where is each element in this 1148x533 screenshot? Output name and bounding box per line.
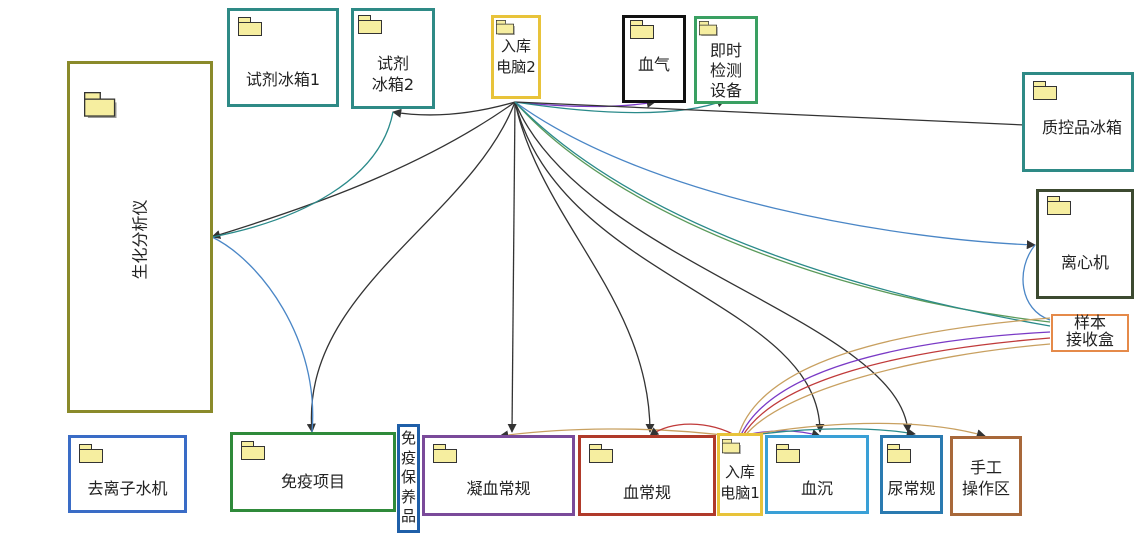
link-pc2-immunology xyxy=(306,101,516,433)
folder-icon xyxy=(1033,81,1058,101)
link-pc2-reagent2 xyxy=(392,101,516,118)
blood-gas-box: 血气 xyxy=(622,15,686,103)
qc-fridge-label: 质控品冰箱 xyxy=(1041,118,1122,137)
poct-label: 即时 检测 设备 xyxy=(709,41,742,100)
esr-label: 血沉 xyxy=(800,479,833,498)
folder-icon xyxy=(358,15,383,35)
link-pc1-manual xyxy=(737,422,986,439)
link-pc2-esr xyxy=(514,101,825,433)
link-pc2-urine xyxy=(514,101,912,433)
blood-gas-label: 血气 xyxy=(637,55,670,74)
cbc-box: 血常规 xyxy=(578,435,716,516)
folder-icon xyxy=(433,444,458,464)
qc-fridge-box: 质控品冰箱 xyxy=(1022,72,1134,172)
immunology-label: 免疫项目 xyxy=(280,472,345,491)
link-samplebox-pc1-c xyxy=(741,337,1051,438)
link-reagent2-biochem xyxy=(211,111,394,238)
folder-icon xyxy=(79,444,104,464)
sample-box-box: 样本 接收盒 xyxy=(1051,314,1129,352)
centrifuge-box: 离心机 xyxy=(1036,189,1134,299)
folder-icon xyxy=(887,444,912,464)
immunology-box: 免疫项目 xyxy=(230,432,396,512)
link-pc2-samplebox-2 xyxy=(514,101,1051,327)
reagent-fridge-1-label: 试剂冰箱1 xyxy=(245,70,321,89)
folder-icon xyxy=(84,92,117,118)
link-pc2-biochem xyxy=(211,101,516,239)
di-water-label: 去离子水机 xyxy=(87,479,168,498)
biochem-analyzer-box: 生化分析仪 xyxy=(67,61,213,413)
folder-icon xyxy=(630,20,655,40)
di-water-box: 去离子水机 xyxy=(68,435,187,513)
biochem-analyzer-label: 生化分析仪 xyxy=(130,199,150,280)
cbc-label: 血常规 xyxy=(622,483,671,502)
immuno-maintenance-label: 免 疫 保 养 品 xyxy=(400,429,416,525)
urinalysis-box: 尿常规 xyxy=(880,435,943,514)
reagent-fridge-1-box: 试剂冰箱1 xyxy=(227,8,339,107)
folder-icon xyxy=(589,444,614,464)
coagulation-label: 凝血常规 xyxy=(466,479,531,498)
link-pc1-coag xyxy=(499,428,739,440)
folder-icon xyxy=(776,444,801,464)
esr-box: 血沉 xyxy=(765,435,869,514)
link-pc2-centrifuge xyxy=(514,101,1036,250)
link-pc2-poct xyxy=(514,98,726,114)
link-pc2-bloodgas xyxy=(514,98,656,108)
storage-pc-1-box: 入库 电脑1 xyxy=(717,433,763,516)
link-pc2-samplebox xyxy=(514,101,1051,323)
urinalysis-label: 尿常规 xyxy=(887,479,936,498)
link-pc2-coag xyxy=(507,101,517,433)
immuno-maintenance-box: 免 疫 保 养 品 xyxy=(397,424,420,533)
centrifuge-label: 离心机 xyxy=(1060,253,1109,272)
link-pc1-urine xyxy=(737,428,916,438)
manual-area-box: 手工 操作区 xyxy=(950,436,1022,516)
link-pc1-cbc xyxy=(649,423,739,438)
link-samplebox-pc1-b xyxy=(739,331,1051,438)
poct-box: 即时 检测 设备 xyxy=(694,16,758,104)
link-pc2-cbc xyxy=(514,101,655,433)
folder-icon xyxy=(1047,196,1072,216)
storage-pc-1-label: 入库 电脑1 xyxy=(720,463,760,502)
coagulation-box: 凝血常规 xyxy=(422,435,575,516)
storage-pc-2-label: 入库 电脑2 xyxy=(496,37,536,76)
storage-pc-2-box: 入库 电脑2 xyxy=(491,15,541,99)
folder-icon xyxy=(496,20,515,35)
link-samplebox-pc1-a xyxy=(737,317,1051,438)
reagent-fridge-2-box: 试剂 冰箱2 xyxy=(351,8,435,109)
sample-box-label: 样本 接收盒 xyxy=(1065,313,1114,349)
link-centrifuge-samplebox xyxy=(1022,244,1051,321)
folder-icon xyxy=(699,21,718,36)
folder-icon xyxy=(722,439,741,454)
link-biochem-immunology xyxy=(211,236,314,433)
link-pc2-qc xyxy=(514,101,1026,126)
folder-icon xyxy=(241,441,266,461)
folder-icon xyxy=(238,17,263,37)
reagent-fridge-2-label: 试剂 冰箱2 xyxy=(371,54,415,94)
link-samplebox-pc1-d xyxy=(743,343,1051,438)
manual-area-label: 手工 操作区 xyxy=(961,458,1010,498)
